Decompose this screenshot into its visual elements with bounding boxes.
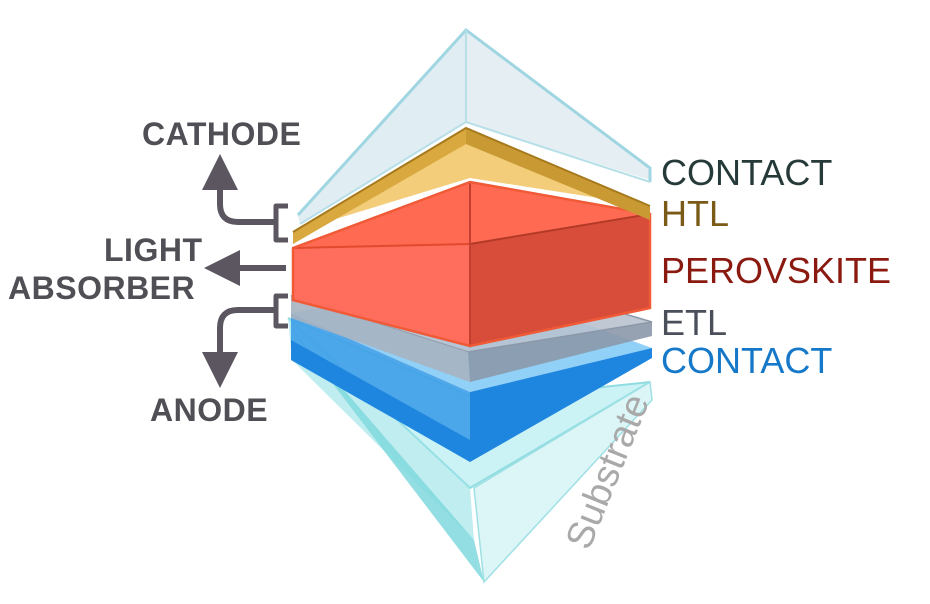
perovskite-layer bbox=[291, 180, 652, 348]
contact-top-label: CONTACT bbox=[661, 152, 833, 193]
arrow-down-icon bbox=[202, 307, 276, 388]
top-contact-layer bbox=[296, 27, 652, 225]
contact-bottom-label: CONTACT bbox=[661, 340, 833, 381]
perovskite-label: PEROVSKITE bbox=[661, 250, 892, 291]
absorber-label: ABSORBER bbox=[8, 270, 196, 306]
cathode-label: CATHODE bbox=[142, 116, 302, 152]
light-label: LIGHT bbox=[104, 232, 203, 268]
anode-label: ANODE bbox=[150, 392, 269, 428]
htl-layer bbox=[292, 126, 651, 244]
htl-label: HTL bbox=[661, 193, 730, 234]
arrow-up-icon bbox=[202, 154, 276, 225]
etl-label: ETL bbox=[661, 302, 728, 343]
